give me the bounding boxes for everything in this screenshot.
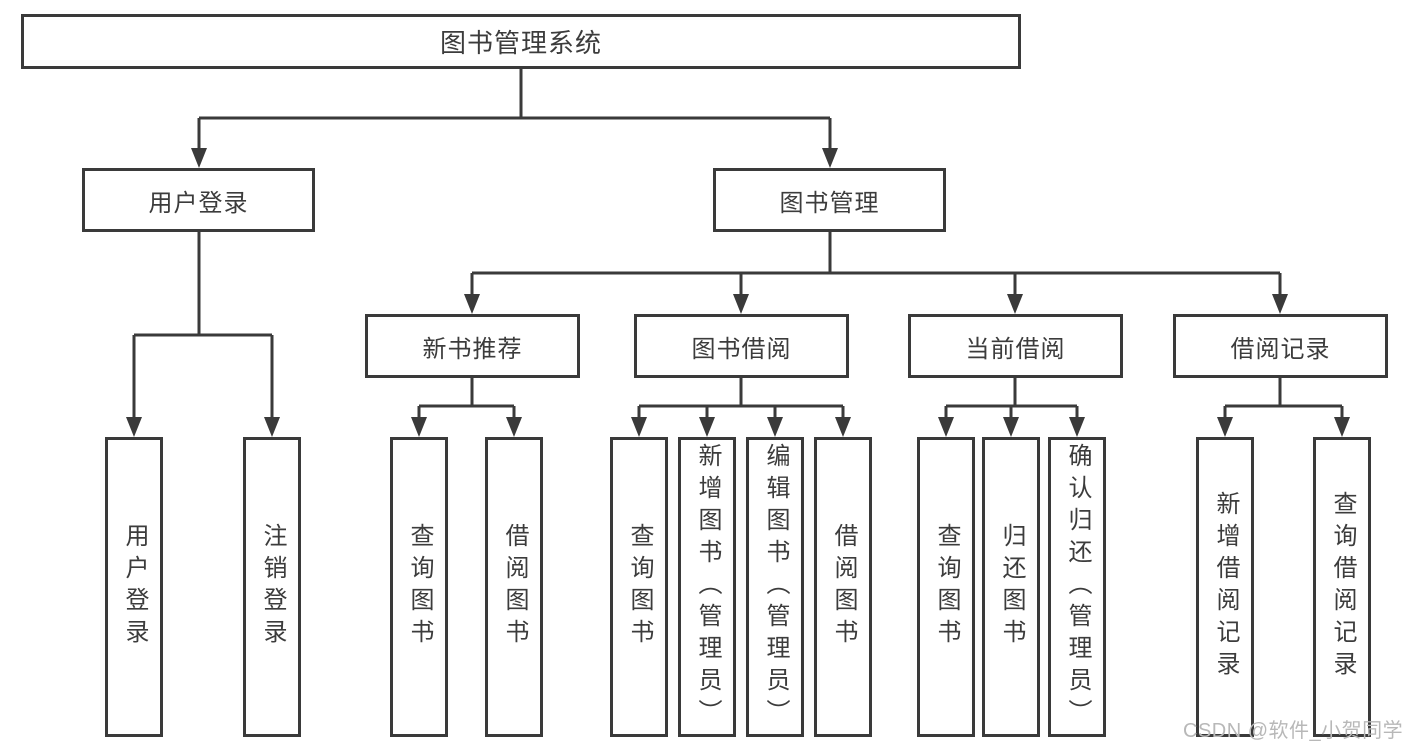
leaf-query-books-recommend: 查询图书 <box>390 437 448 737</box>
node-book-management: 图书管理 <box>713 168 946 232</box>
leaf-add-borrow-record-label: 新增借阅记录 <box>1212 491 1239 683</box>
node-new-book-recommend-label: 新书推荐 <box>422 335 523 363</box>
node-book-borrowing-label: 图书借阅 <box>691 335 792 363</box>
leaf-borrow-books-label: 借阅图书 <box>830 523 857 651</box>
leaf-query-books-current: 查询图书 <box>917 437 975 737</box>
node-new-book-recommend: 新书推荐 <box>365 314 580 378</box>
leaf-add-borrow-record: 新增借阅记录 <box>1196 437 1254 737</box>
leaf-confirm-return-admin: 确认归还（管理员） <box>1048 437 1106 737</box>
leaf-confirm-return-admin-label: 确认归还（管理员） <box>1064 443 1091 731</box>
leaf-logout: 注销登录 <box>243 437 301 737</box>
node-user-login: 用户登录 <box>82 168 315 232</box>
leaf-return-books-label: 归还图书 <box>998 523 1025 651</box>
node-book-management-label: 图书管理 <box>779 189 880 217</box>
leaf-edit-book-admin-label: 编辑图书（管理员） <box>762 443 789 731</box>
leaf-return-books: 归还图书 <box>982 437 1040 737</box>
leaf-query-books-borrowing-label: 查询图书 <box>626 523 653 651</box>
leaf-add-book-admin-label: 新增图书（管理员） <box>694 443 721 731</box>
leaf-logout-label: 注销登录 <box>259 523 286 651</box>
leaf-query-books-current-label: 查询图书 <box>933 523 960 651</box>
leaf-user-login-label: 用户登录 <box>121 523 148 651</box>
leaf-query-borrow-record: 查询借阅记录 <box>1313 437 1371 737</box>
leaf-add-book-admin: 新增图书（管理员） <box>678 437 736 737</box>
node-root-label: 图书管理系统 <box>439 28 602 58</box>
node-current-borrowing-label: 当前借阅 <box>965 335 1066 363</box>
leaf-edit-book-admin: 编辑图书（管理员） <box>746 437 804 737</box>
node-borrowing-records: 借阅记录 <box>1173 314 1388 378</box>
csdn-watermark: CSDN @软件_小贺同学 <box>1183 720 1404 742</box>
leaf-user-login: 用户登录 <box>105 437 163 737</box>
leaf-query-books-recommend-label: 查询图书 <box>406 523 433 651</box>
node-borrowing-records-label: 借阅记录 <box>1230 335 1331 363</box>
node-current-borrowing: 当前借阅 <box>908 314 1123 378</box>
leaf-borrow-books-recommend-label: 借阅图书 <box>501 523 528 651</box>
node-user-login-label: 用户登录 <box>148 189 249 217</box>
node-root: 图书管理系统 <box>21 14 1021 69</box>
leaf-borrow-books: 借阅图书 <box>814 437 872 737</box>
leaf-query-books-borrowing: 查询图书 <box>610 437 668 737</box>
leaf-query-borrow-record-label: 查询借阅记录 <box>1329 491 1356 683</box>
node-book-borrowing: 图书借阅 <box>634 314 849 378</box>
leaf-borrow-books-recommend: 借阅图书 <box>485 437 543 737</box>
